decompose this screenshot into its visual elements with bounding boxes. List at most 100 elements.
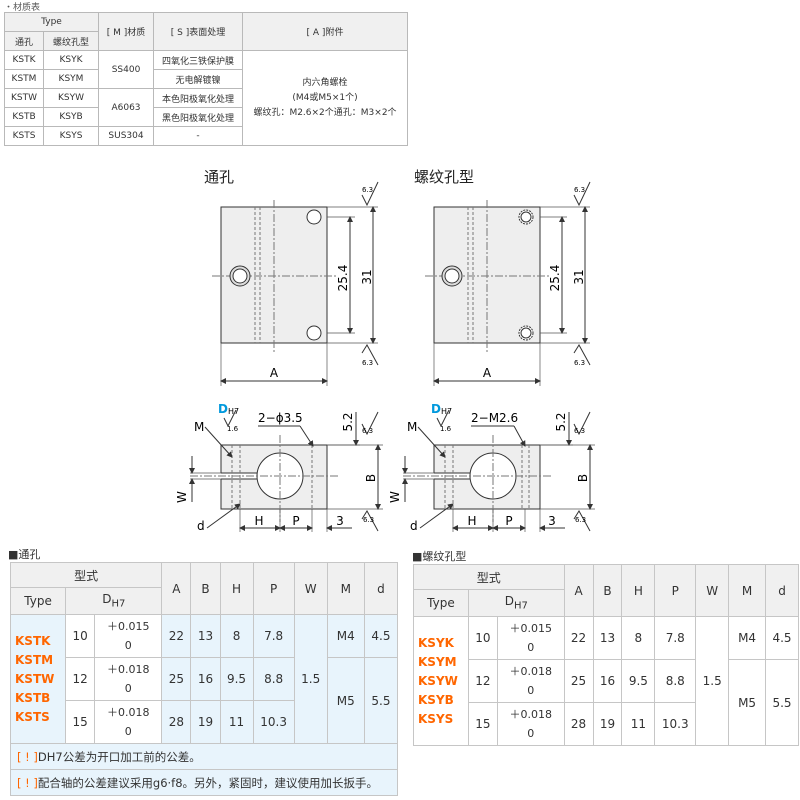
through-front-view: 25.4 31 A 6.3 6.3 — [212, 181, 379, 386]
mat-surface: 黑色阳极氧化处理 — [153, 107, 243, 127]
dd-value: 5.5 — [363, 657, 399, 744]
label-d: D — [218, 402, 228, 416]
label-h: H — [467, 514, 476, 528]
roughness-label: 6.3 — [362, 186, 373, 194]
through-drawing-title: 通孔 — [204, 168, 234, 186]
col-p: P — [654, 564, 697, 617]
w-value: 1.5 — [695, 616, 730, 746]
mat-accessory: 内六角螺栓 (M4或M5×1个) 螺纹孔：M2.6×2个通孔：M3×2个 — [242, 50, 408, 146]
d-value: 12 — [467, 659, 498, 703]
tol-bottom: 0 — [527, 641, 535, 654]
a-value: 22 — [161, 614, 192, 658]
mat-material: A6063 — [98, 88, 154, 127]
threaded-hole-note: 2−M2.6 — [471, 411, 518, 425]
mat-header-surface: [ S ]表面处理 — [153, 12, 243, 51]
dim-25-4: 25.4 — [336, 265, 350, 292]
type-list: KSYK KSYM KSYW KSYB KSYS — [413, 616, 469, 746]
p-value: 10.3 — [252, 700, 295, 744]
note-mark: [ ! ] — [17, 749, 38, 764]
d-value: 10 — [65, 614, 96, 658]
col-model: 型式 — [9, 562, 163, 588]
m-value: M4 — [728, 616, 766, 660]
mat-threaded-type: KSYW — [43, 88, 99, 108]
d-value: 12 — [65, 657, 96, 701]
m-value: M5 — [728, 659, 766, 746]
tol-bottom: 0 — [527, 727, 535, 740]
h-value: 9.5 — [621, 659, 656, 703]
roughness-label: 6.3 — [363, 516, 374, 524]
a-value: 28 — [563, 702, 594, 746]
mat-surface: 本色阳极氧化处理 — [153, 88, 243, 108]
through-side-view: W M D H7 1.6 2−ϕ3.5 5.2 B 6.3 6.3 d H — [175, 402, 383, 533]
tol-bottom: 0 — [124, 725, 132, 738]
dim-5-2: 5.2 — [554, 412, 568, 431]
mat-header-accessory: [ A ]附件 — [242, 12, 408, 51]
label-w: W — [175, 491, 189, 503]
mat-material: SUS304 — [98, 126, 154, 146]
col-w: W — [293, 562, 328, 615]
d-value: 10 — [467, 616, 498, 660]
label-h7: H7 — [441, 407, 452, 416]
dim-a: A — [270, 366, 279, 380]
mat-through-type: KSTK — [4, 50, 44, 70]
b-value: 16 — [592, 659, 623, 703]
roughness-label: 6.3 — [574, 359, 585, 367]
mat-threaded-type: KSYM — [43, 69, 99, 89]
type-code: KSYB — [418, 692, 454, 707]
b-value: 19 — [190, 700, 221, 744]
p-value: 7.8 — [654, 616, 697, 660]
col-a: A — [563, 564, 594, 617]
threaded-spec-table: 型式 A B H P W M d Type DH7 KSYK KSYM KSYW… — [413, 564, 799, 746]
label-p: P — [505, 514, 512, 528]
p-value: 10.3 — [654, 702, 697, 746]
tol-top: ＋0.018 — [509, 708, 552, 721]
p-value: 8.8 — [252, 657, 295, 701]
tolerance: ＋0.018 0 — [496, 702, 565, 746]
w-value: 1.5 — [293, 614, 328, 744]
tol-top: ＋0.015 — [107, 620, 150, 633]
mat-through-type: KSTS — [4, 126, 44, 146]
m-value: M4 — [326, 614, 365, 658]
b-value: 13 — [190, 614, 221, 658]
a-value: 25 — [563, 659, 594, 703]
roughness-label: 6.3 — [575, 516, 586, 524]
label-d: D — [431, 402, 441, 416]
col-model: 型式 — [413, 564, 565, 590]
mat-surface: - — [153, 126, 243, 146]
dd-value: 5.5 — [765, 659, 799, 746]
col-w: W — [695, 564, 730, 617]
through-spec-table: 型式 A B H P W M d Type DH7 KSTK KSTM KSTW… — [9, 562, 399, 796]
dd-value: 4.5 — [765, 616, 799, 660]
roughness-label: 1.6 — [440, 425, 452, 433]
p-value: 7.8 — [252, 614, 295, 658]
b-value: 16 — [190, 657, 221, 701]
d-value: 15 — [65, 700, 96, 744]
mat-accessory-line: (M4或M5×1个) — [292, 92, 358, 103]
label-b: B — [576, 474, 590, 482]
label-d-small: d — [410, 519, 418, 533]
dim-25-4: 25.4 — [548, 265, 562, 292]
mat-threaded-type: KSYS — [43, 126, 99, 146]
roughness-label: 6.3 — [574, 427, 585, 435]
label-w: W — [388, 491, 402, 503]
label-d-small: d — [197, 519, 205, 533]
threaded-side-view: W M D H7 1.6 2−M2.6 5.2 B 6.3 6.3 d H P … — [388, 402, 595, 533]
type-list: KSTK KSTM KSTW KSTB KSTS — [9, 614, 67, 744]
h-value: 8 — [219, 614, 254, 658]
mat-header-type: Type — [4, 12, 99, 32]
type-code: KSYM — [418, 654, 457, 669]
b-value: 19 — [592, 702, 623, 746]
h-value: 11 — [219, 700, 254, 744]
tol-top: ＋0.018 — [509, 665, 552, 678]
a-value: 25 — [161, 657, 192, 701]
h-value: 8 — [621, 616, 656, 660]
note-row: [ ! ]配合轴的公差建议采用g6·f8。另外，紧固时，建议使用加长扳手。 — [10, 769, 398, 796]
note-text: DH7公差为开口加工前的公差。 — [37, 749, 201, 764]
mat-through-type: KSTB — [4, 107, 44, 127]
col-d: d — [765, 564, 799, 617]
threaded-front-view: 25.4 31 A 6.3 6.3 — [425, 181, 591, 386]
mat-surface: 四氧化三铁保护膜 — [153, 50, 243, 70]
type-code: KSYK — [418, 635, 454, 650]
